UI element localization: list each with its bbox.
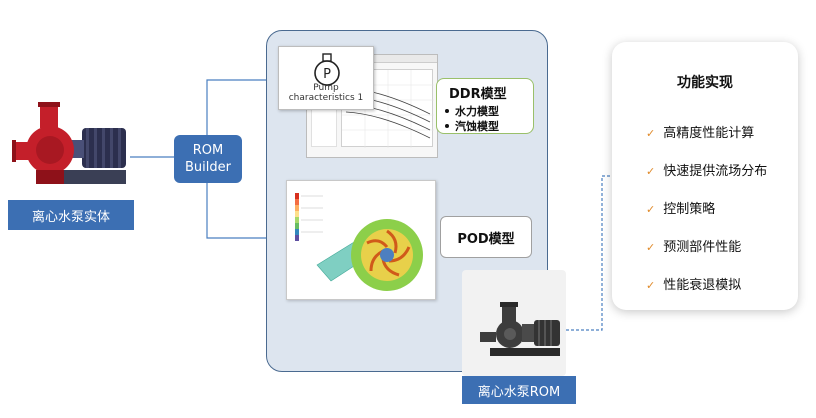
ddr-model-box: DDR模型 水力模型 汽蚀模型 — [436, 78, 534, 134]
contour-legend — [295, 193, 299, 241]
feature-item: ✓性能衰退模拟 — [646, 278, 742, 293]
rom-builder-line1: ROM — [192, 143, 224, 158]
check-icon: ✓ — [646, 203, 656, 216]
feature-item: ✓控制策略 — [646, 202, 716, 217]
check-icon: ✓ — [646, 165, 656, 178]
pump-symbol-icon: P — [314, 53, 340, 86]
pod-contour-screenshot — [286, 180, 436, 300]
pump-entity-label: 离心水泵实体 — [8, 200, 134, 230]
rom-builder-box: ROM Builder — [174, 135, 242, 183]
pump-characteristics-caption: Pump characteristics 1 — [288, 83, 364, 103]
feature-item: ✓高精度性能计算 — [646, 126, 755, 141]
pump-characteristics-card: P Pump characteristics 1 — [278, 46, 374, 110]
rom-pump-label: 离心水泵ROM — [462, 376, 576, 404]
pod-model-box: POD模型 — [440, 216, 532, 258]
ddr-model-title: DDR模型 — [449, 87, 507, 102]
pump-silhouette-icon — [480, 302, 560, 356]
features-title: 功能实现 — [677, 75, 733, 91]
ddr-item-hydraulic: 水力模型 — [445, 104, 525, 119]
feature-item: ✓预测部件性能 — [646, 240, 742, 255]
check-icon: ✓ — [646, 241, 656, 254]
feature-item: ✓快速提供流场分布 — [646, 164, 768, 179]
check-icon: ✓ — [646, 127, 656, 140]
ddr-item-cavitation: 汽蚀模型 — [445, 119, 525, 134]
check-icon: ✓ — [646, 279, 656, 292]
rom-builder-line2: Builder — [185, 160, 231, 175]
svg-text:P: P — [323, 67, 331, 82]
rom-pump-image — [462, 270, 566, 376]
features-card: 功能实现 ✓高精度性能计算 ✓快速提供流场分布 ✓控制策略 ✓预测部件性能 ✓性… — [612, 42, 798, 310]
centrifugal-pump-icon — [12, 102, 126, 184]
